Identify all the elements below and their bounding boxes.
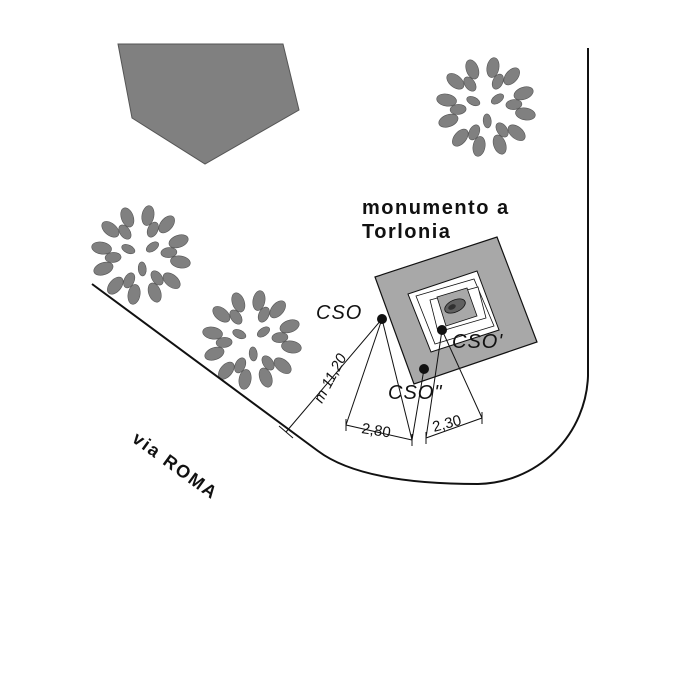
monument-title-line2: Torlonia	[362, 221, 451, 243]
tree-icon	[90, 204, 192, 306]
building-icon	[117, 43, 300, 165]
street-curb	[91, 48, 589, 486]
distance-label-2-30: 2,30	[431, 412, 464, 436]
point-label-cso: CSO	[316, 302, 362, 324]
point-label-cso-prime: CSO'	[452, 331, 503, 353]
street-name: via ROMA	[129, 428, 222, 504]
monument-title-line1: monumento a	[362, 197, 510, 219]
distance-label-11-20: m 11,20	[311, 350, 351, 405]
dimension-lines	[278, 318, 483, 446]
survey-point-icon	[437, 325, 447, 335]
monument-icon	[374, 236, 538, 385]
tree-icon	[435, 56, 537, 158]
distance-label-2-80: 2,80	[360, 420, 392, 441]
survey-point-icon	[377, 314, 387, 324]
survey-point-icon	[419, 364, 429, 374]
point-label-cso-double-prime: CSO"	[388, 382, 442, 404]
